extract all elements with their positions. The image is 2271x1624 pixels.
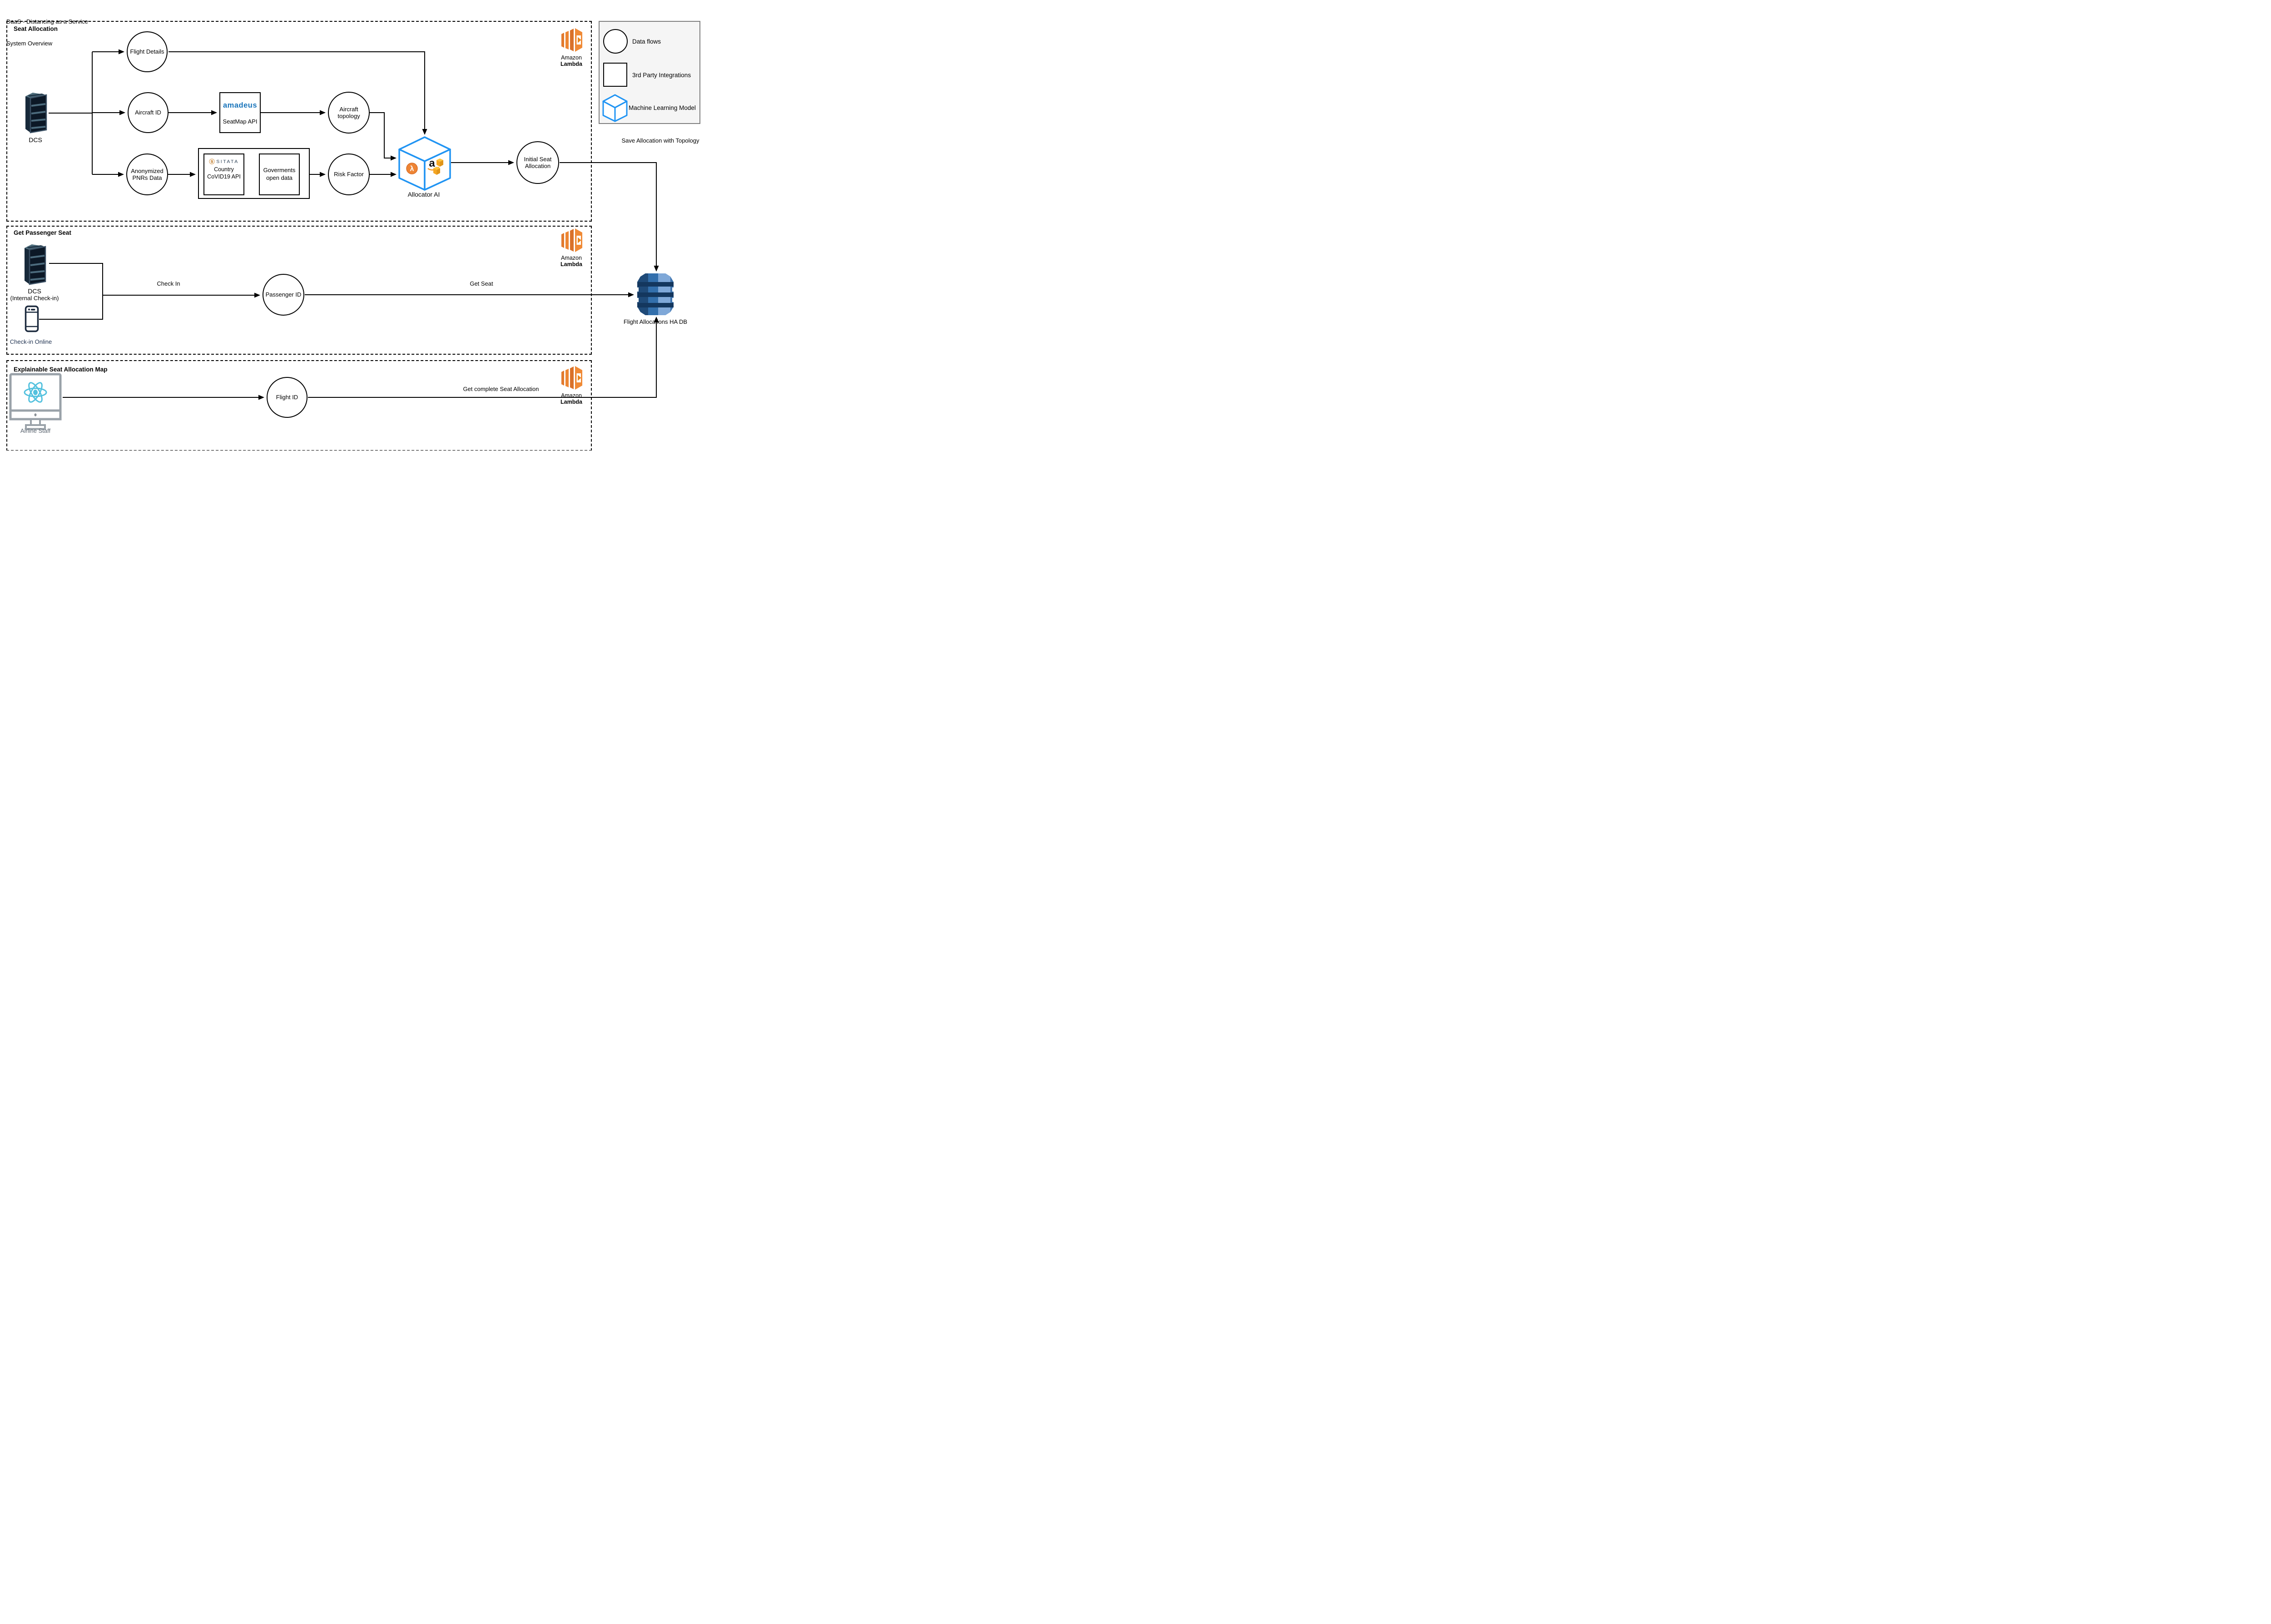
section-get-passenger-seat xyxy=(6,226,592,355)
allocator-ai-label: Allocator AI xyxy=(407,191,440,198)
node-risk-factor: Risk Factor xyxy=(328,153,370,195)
amazon-label-1: Amazon xyxy=(561,54,582,61)
dcs-internal-label-line2: (Internal Check-in) xyxy=(10,295,59,302)
allocator-ai-cube-icon: λ a xyxy=(398,136,451,191)
section-title-seat-allocation: Seat Allocation xyxy=(14,25,58,32)
node-aircraft-topology: Aircraft topology xyxy=(328,92,370,134)
airline-staff-label: Airline Staff xyxy=(20,427,51,434)
amazon-lambda-icon-2 xyxy=(561,228,582,252)
node-flight-id: Flight ID xyxy=(267,377,307,418)
checkin-online-label: Check-in Online xyxy=(10,338,52,345)
governments-label: Goverments open data xyxy=(263,167,296,181)
legend-data-flows-icon xyxy=(603,29,628,54)
node-governments-open-data: Goverments open data xyxy=(259,153,300,195)
lambda-label-2: Lambda xyxy=(560,261,582,267)
legend-ml-model-label: Machine Learning Model xyxy=(629,104,696,111)
edge-label-check-in: Check In xyxy=(157,280,180,287)
node-initial-seat-allocation: Initial Seat Allocation xyxy=(516,141,559,184)
section-title-explainable: Explainable Seat Allocation Map xyxy=(14,366,108,373)
server-rack-icon xyxy=(25,93,47,134)
page-title-line2: System Overview xyxy=(6,40,53,47)
amadeus-api-label: SeatMap API xyxy=(223,118,258,125)
legend-third-party-label: 3rd Party Integrations xyxy=(632,72,691,79)
edge-label-save-allocation: Save Allocation with Topology xyxy=(621,137,699,144)
lambda-label-3: Lambda xyxy=(560,399,582,405)
dynamodb-icon xyxy=(636,273,674,315)
flight-allocations-db-label: Flight Allocations HA DB xyxy=(623,318,688,325)
legend: Data flows 3rd Party Integrations Machin… xyxy=(599,21,700,124)
section-title-get-passenger-seat: Get Passenger Seat xyxy=(14,229,71,236)
sitata-logo-text: SITATA xyxy=(216,158,239,164)
server-rack-icon-2 xyxy=(25,244,46,285)
node-flight-details: Flight Details xyxy=(127,31,168,72)
node-sitata-covid-api: SITATA Country CoVID19 API xyxy=(203,153,244,195)
aws-boxes-glyph xyxy=(433,158,443,175)
section-seat-allocation xyxy=(6,21,592,222)
amazon-lambda-icon xyxy=(561,28,582,52)
node-aircraft-id: Aircraft ID xyxy=(128,92,169,133)
legend-third-party-icon xyxy=(603,63,627,87)
dcs-internal-label-line1: DCS xyxy=(28,287,41,295)
amazon-lambda-icon-3 xyxy=(561,366,582,390)
legend-ml-cube-icon xyxy=(602,94,628,122)
dcs-label: DCS xyxy=(29,136,42,144)
react-logo-icon xyxy=(24,382,47,403)
mobile-phone-icon xyxy=(25,305,39,332)
legend-data-flows-label: Data flows xyxy=(632,38,661,45)
amazon-label-3: Amazon xyxy=(561,392,582,399)
edge-label-get-seat: Get Seat xyxy=(470,280,493,287)
node-passenger-id: Passenger ID xyxy=(263,274,304,316)
node-anonymized-pnrs: Anonymized PNRs Data xyxy=(126,153,168,195)
amadeus-logo: amadeus xyxy=(223,101,258,109)
sitata-api-label: Country CoVID19 API xyxy=(207,166,241,180)
amazon-a-glyph: a xyxy=(429,157,435,169)
edge-label-get-complete: Get complete Seat Allocation xyxy=(463,386,539,392)
sitata-logo-icon xyxy=(209,158,215,164)
amazon-label-2: Amazon xyxy=(561,255,582,261)
sitata-logo-row: SITATA xyxy=(204,158,243,164)
diagram-canvas: DaaS - Distancing as a Service System Ov… xyxy=(0,0,706,451)
airline-staff-monitor-icon xyxy=(9,373,62,430)
section-explainable-map xyxy=(6,360,592,451)
lambda-glyph: λ xyxy=(410,165,414,173)
lambda-label-1: Lambda xyxy=(560,61,582,67)
node-amadeus-seatmap: amadeus SeatMap API xyxy=(219,92,261,133)
